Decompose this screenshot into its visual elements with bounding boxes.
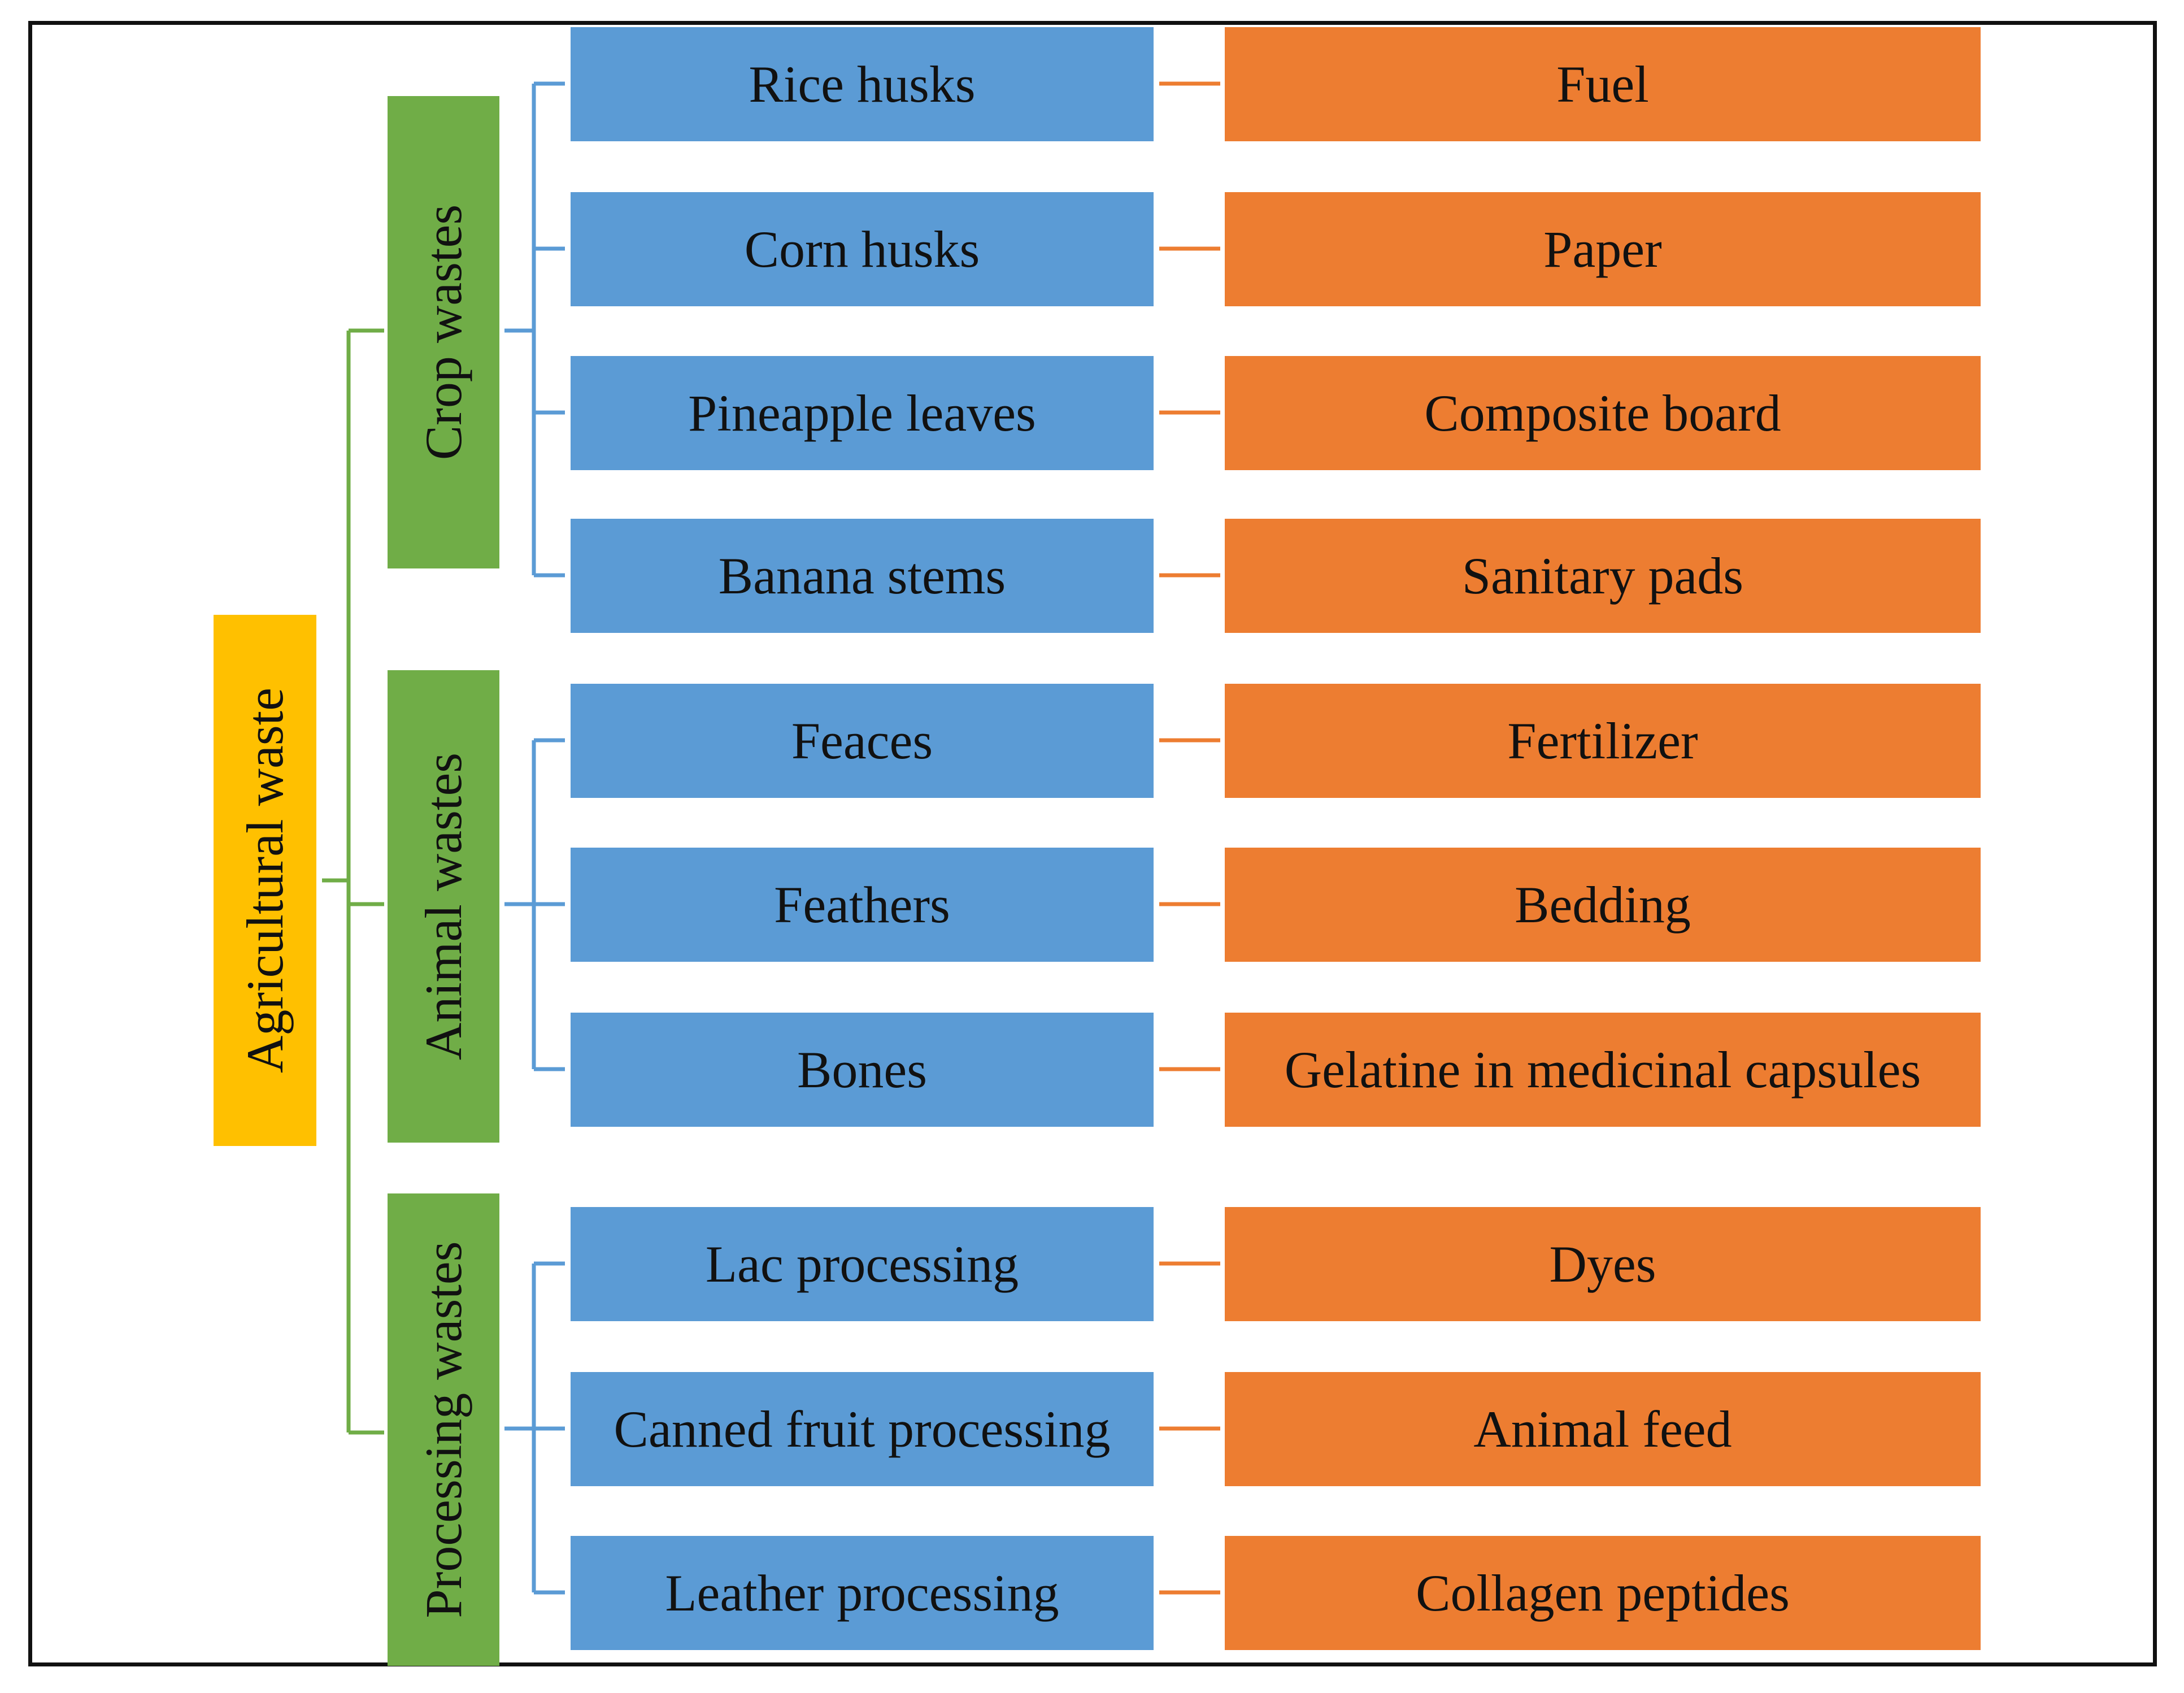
application-label: Paper (1543, 220, 1662, 278)
category-label: Animal wastes (415, 752, 472, 1061)
application-node: Bedding (1225, 848, 1981, 962)
application-node: Fuel (1225, 27, 1981, 141)
source-node: Feaces (571, 684, 1154, 798)
application-node: Collagen peptides (1225, 1536, 1981, 1650)
application-node: Fertilizer (1225, 684, 1981, 798)
application-label: Gelatine in medicinal capsules (1284, 1041, 1921, 1099)
application-node: Animal feed (1225, 1372, 1981, 1486)
application-label: Fertilizer (1507, 712, 1698, 770)
source-label: Lac processing (705, 1235, 1019, 1293)
diagram-frame (28, 21, 2157, 1666)
application-label: Fuel (1556, 55, 1649, 113)
source-node: Rice husks (571, 27, 1154, 141)
source-label: Rice husks (749, 55, 976, 113)
application-label: Animal feed (1473, 1400, 1732, 1458)
application-node: Dyes (1225, 1207, 1981, 1321)
application-label: Bedding (1515, 876, 1691, 934)
source-label: Canned fruit processing (614, 1400, 1111, 1458)
source-label: Feaces (791, 712, 933, 770)
source-label: Corn husks (744, 220, 980, 278)
source-label: Feathers (774, 876, 950, 934)
source-node: Corn husks (571, 192, 1154, 306)
source-label: Pineapple leaves (688, 384, 1036, 442)
root-label: Agricultural waste (236, 687, 294, 1074)
root-node: Agricultural waste (214, 615, 316, 1146)
source-label: Banana stems (718, 547, 1006, 605)
application-label: Sanitary pads (1461, 547, 1744, 605)
application-node: Sanitary pads (1225, 519, 1981, 633)
source-node: Canned fruit processing (571, 1372, 1154, 1486)
category-label: Processing wastes (415, 1241, 472, 1618)
source-node: Pineapple leaves (571, 356, 1154, 470)
source-node: Lac processing (571, 1207, 1154, 1321)
application-label: Composite board (1424, 384, 1781, 442)
category-animal-wastes: Animal wastes (388, 670, 499, 1143)
source-label: Bones (797, 1041, 927, 1099)
source-node: Leather processing (571, 1536, 1154, 1650)
application-label: Collagen peptides (1416, 1564, 1790, 1622)
source-label: Leather processing (665, 1564, 1059, 1622)
source-node: Bones (571, 1013, 1154, 1127)
application-node: Composite board (1225, 356, 1981, 470)
application-label: Dyes (1549, 1235, 1656, 1293)
category-crop-wastes: Crop wastes (388, 96, 499, 568)
source-node: Banana stems (571, 519, 1154, 633)
category-label: Crop wastes (415, 204, 472, 461)
application-node: Paper (1225, 192, 1981, 306)
category-processing-wastes: Processing wastes (388, 1193, 499, 1666)
source-node: Feathers (571, 848, 1154, 962)
application-node: Gelatine in medicinal capsules (1225, 1013, 1981, 1127)
